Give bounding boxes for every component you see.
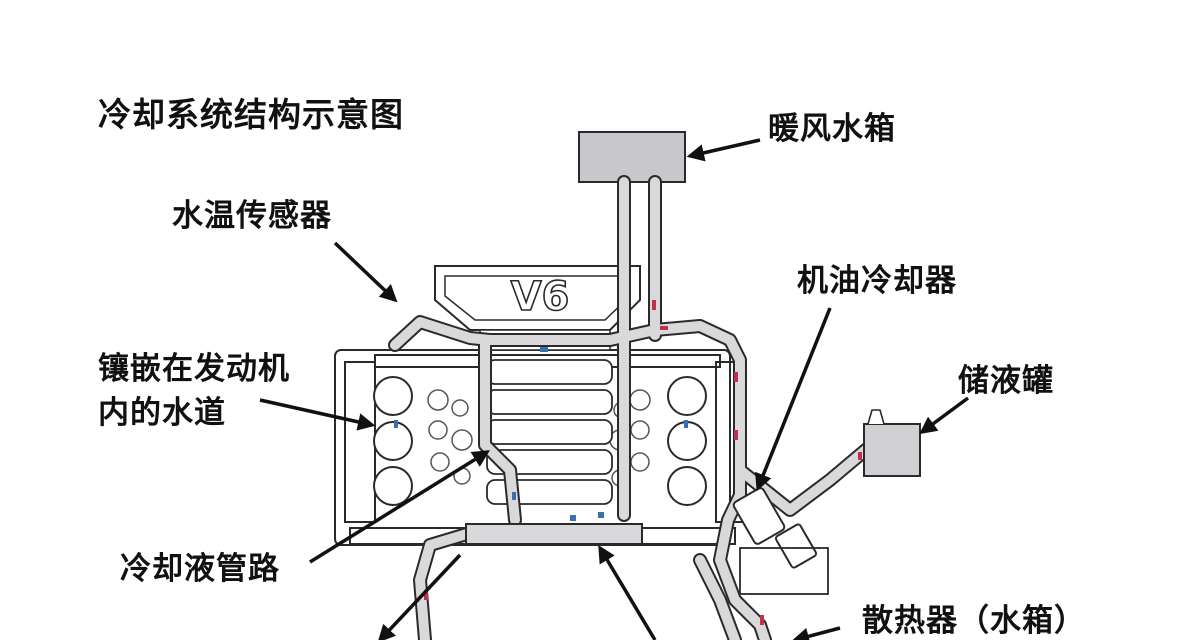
arrow-distribution	[377, 553, 462, 640]
arrow-temp-sensor	[333, 241, 398, 303]
flow-markers-red	[424, 300, 862, 625]
label-reservoir: 储液罐	[958, 363, 1054, 399]
arrow-reservoir	[919, 396, 970, 435]
coolant-pipes	[388, 175, 875, 640]
label-water-jacket-line2: 内的水道	[98, 395, 226, 431]
label-coolant-pipe: 冷却液管路	[120, 551, 280, 587]
engine-mark: V6	[511, 274, 570, 320]
flow-markers-blue	[394, 347, 688, 521]
label-oil-cooler: 机油冷却器	[797, 263, 957, 299]
radiator-outline	[739, 547, 829, 595]
heater-core-box	[578, 131, 686, 183]
oil-cooler-unit	[732, 487, 818, 569]
arrow-heater-core	[686, 138, 761, 162]
crankcase-ribs	[486, 359, 613, 505]
label-water-jacket-line1: 镶嵌在发动机	[98, 351, 290, 387]
arrow-oil-cooler	[755, 307, 832, 492]
cylinder-bank-right	[667, 376, 707, 506]
reservoir-tank	[863, 409, 921, 477]
diagram-title: 冷却系统结构示意图	[98, 95, 404, 134]
cylinder-bank-left	[373, 376, 413, 506]
coolant-distribution-bar	[465, 523, 643, 545]
label-temp-sensor: 水温传感器	[172, 198, 332, 234]
arrow-radiator-inlet	[598, 544, 657, 640]
arrow-coolant-pipe	[309, 450, 490, 564]
label-heater-core: 暖风水箱	[768, 111, 896, 147]
leader-arrows	[259, 138, 970, 640]
arrow-water-jacket	[259, 398, 376, 431]
label-radiator: 散热器（水箱）	[862, 603, 1086, 639]
arrow-radiator	[791, 626, 841, 640]
